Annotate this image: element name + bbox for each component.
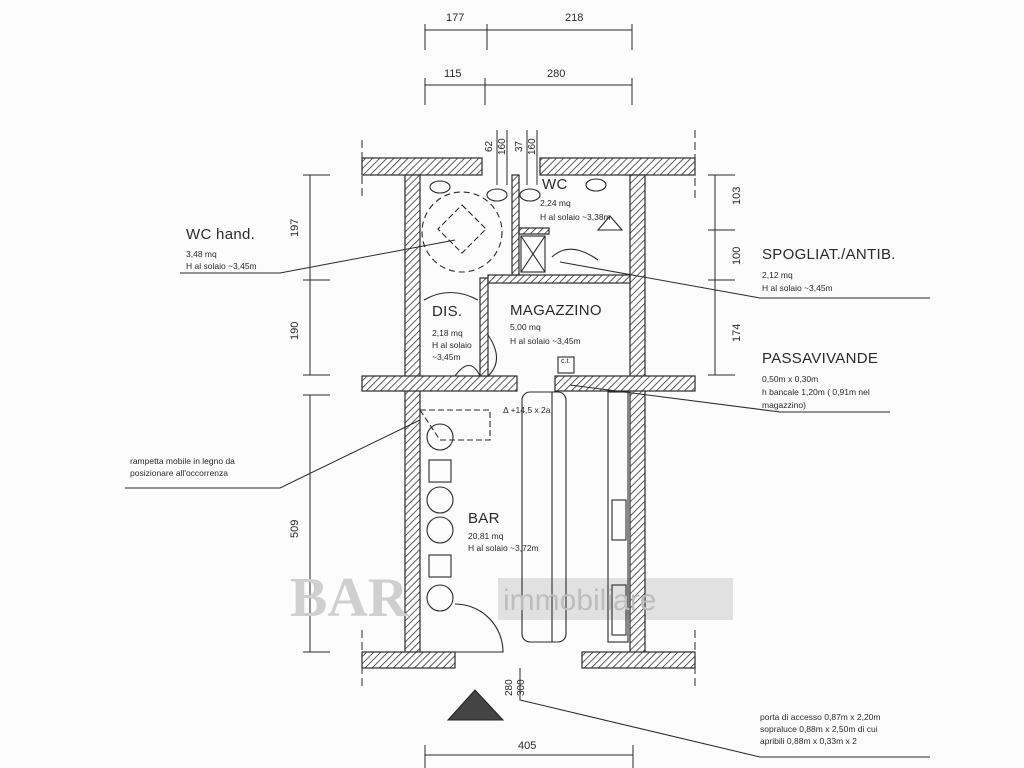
dim-left-190: 190	[289, 321, 301, 340]
dim-bottom-405: 405	[518, 740, 537, 752]
note-line: posizionare all'occorrenza	[130, 468, 229, 478]
watermark-sub: immobiliare	[503, 584, 657, 617]
room-name: WC hand.	[186, 226, 256, 243]
dim-door-300: 300	[516, 679, 527, 696]
room-area: 2,18 mq	[432, 328, 463, 338]
dim-right-174: 174	[731, 323, 743, 342]
note-title: PASSAVIVANDE	[762, 350, 879, 367]
dim-right-103: 103	[731, 186, 743, 205]
room-area: 5,00 mq	[510, 322, 541, 332]
note-line: rampetta mobile in legno da	[130, 456, 235, 466]
room-name: BAR	[468, 510, 500, 527]
note-line: sopraluce 0,88m x 2,50m di cui	[760, 724, 878, 734]
dimension-lines	[303, 24, 735, 768]
note-line: porta di accesso 0,87m x 2,20m	[760, 712, 881, 722]
note-line: h bancale 1,20m ( 0,91m nel	[762, 387, 870, 397]
note-line: magazzino)	[762, 400, 806, 410]
room-area: 20,81 mq	[468, 531, 504, 541]
dim-160a: 160	[497, 138, 508, 155]
dim-62: 62	[484, 140, 495, 152]
room-area: 2,24 mq	[540, 198, 571, 208]
dim-37: 37	[514, 140, 525, 152]
room-height-value: ~3,45m	[432, 352, 461, 362]
dim-top-218: 218	[565, 12, 584, 24]
room-height: H al solaio ~3,45m	[762, 283, 833, 293]
room-height: H al solaio ~3,72m	[468, 543, 539, 553]
dim-top-280: 280	[547, 68, 566, 80]
note-line: apribili 0,88m x 0,33m x 2	[760, 736, 857, 746]
room-area: 3,48 mq	[186, 249, 217, 259]
watermark-brand: BAR	[290, 567, 409, 629]
dim-left-509: 509	[289, 519, 301, 538]
dim-top-115: 115	[444, 68, 462, 80]
dim-top-177: 177	[446, 12, 465, 24]
room-name: WC	[542, 176, 568, 193]
note-line: 0,50m x 0,30m	[762, 374, 819, 384]
dim-left-197: 197	[289, 218, 301, 237]
fixtures	[418, 178, 629, 653]
dim-right-100: 100	[731, 246, 743, 265]
room-height: H al solaio	[432, 340, 472, 350]
room-name: DIS.	[432, 303, 463, 320]
room-area: 2,12 mq	[762, 270, 793, 280]
room-height: H al solaio ~3,38m	[540, 212, 611, 222]
room-height: H al solaio ~3,45m	[510, 336, 581, 346]
room-name: MAGAZZINO	[510, 302, 602, 319]
note-step: Δ +14,5 x 2a	[503, 405, 551, 415]
note-cabinet: c.t.	[561, 358, 571, 365]
room-height: H al solaio ~3,45m	[186, 261, 257, 271]
room-name: SPOGLIAT./ANTIB.	[762, 246, 896, 263]
dim-160b: 160	[527, 138, 538, 155]
leader-lines	[125, 239, 930, 758]
dim-door-280: 280	[504, 679, 515, 696]
entrance-marker-icon	[446, 689, 505, 721]
